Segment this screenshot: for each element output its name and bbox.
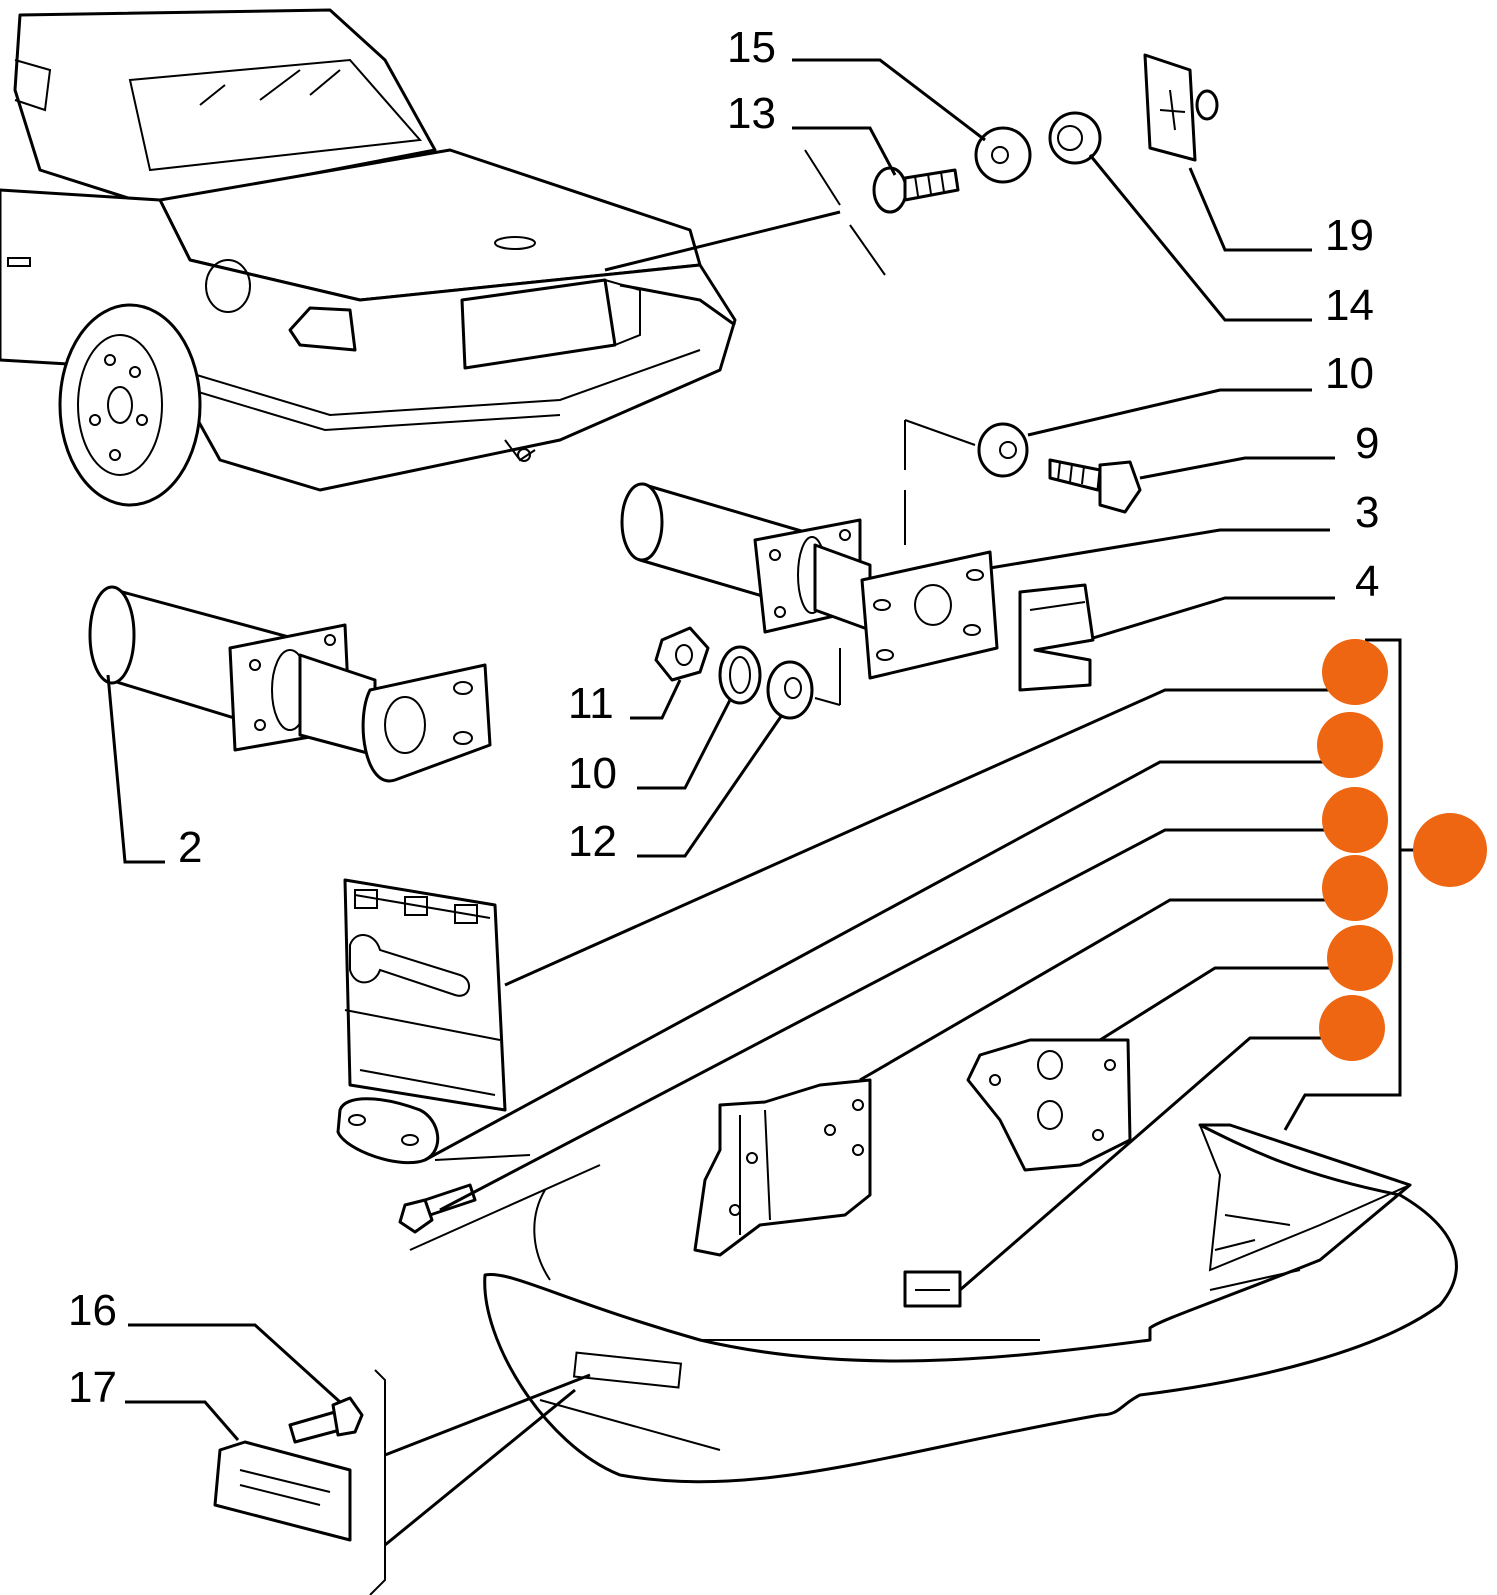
- callout-16: 16: [68, 1286, 117, 1335]
- callout-12: 12: [568, 817, 617, 866]
- leader-lines: [106, 58, 1420, 1547]
- callout-17: 17: [68, 1363, 117, 1412]
- bracket-plate: [343, 878, 507, 1112]
- callout-11: 11: [568, 679, 614, 728]
- orange-marker: [1413, 813, 1487, 887]
- callout-3: 3: [1355, 488, 1379, 537]
- callout-4: 4: [1355, 557, 1379, 606]
- orange-marker: [1322, 787, 1388, 853]
- callout-13: 13: [727, 89, 776, 138]
- part-14-clip-nut: [1048, 111, 1102, 165]
- part-4-clip: [1018, 583, 1095, 692]
- part-15-washer: [974, 126, 1032, 184]
- callout-10-upper: 10: [1325, 349, 1374, 398]
- bracket-pad: [336, 1097, 440, 1165]
- orange-marker: [1317, 712, 1383, 778]
- part-17-clip: [213, 1440, 352, 1542]
- long-bolt: [398, 1183, 477, 1234]
- part-2-impact-absorber: [88, 585, 492, 783]
- part-12-washer: [766, 660, 814, 720]
- rear-bumper: [409, 1123, 1458, 1484]
- orange-marker: [1319, 995, 1385, 1061]
- orange-marker: [1322, 639, 1388, 705]
- part-10-washer-lower: [718, 645, 762, 705]
- part-9-bolt: [1048, 458, 1142, 514]
- callout-15: 15: [727, 23, 776, 72]
- part-16-bolt: [288, 1396, 364, 1444]
- callout-14: 14: [1325, 281, 1374, 330]
- part-3-impact-absorber: [620, 482, 999, 680]
- orange-marker: [1327, 925, 1393, 991]
- part-19-plate-nut: [1143, 53, 1219, 162]
- bumper-clip: [903, 1270, 962, 1308]
- callout-2: 2: [178, 823, 202, 872]
- callout-9: 9: [1355, 419, 1379, 468]
- part-10-washer-upper: [977, 422, 1029, 478]
- car-illustration: [0, 8, 841, 507]
- orange-marker: [1322, 855, 1388, 921]
- center-bracket: [693, 1078, 872, 1257]
- right-bracket: [966, 1038, 1132, 1172]
- part-11-nut: [654, 626, 710, 682]
- callout-19: 19: [1325, 211, 1374, 260]
- part-13-screw: [872, 166, 960, 214]
- orange-markers: [1317, 639, 1487, 1061]
- callout-10-lower: 10: [568, 749, 617, 798]
